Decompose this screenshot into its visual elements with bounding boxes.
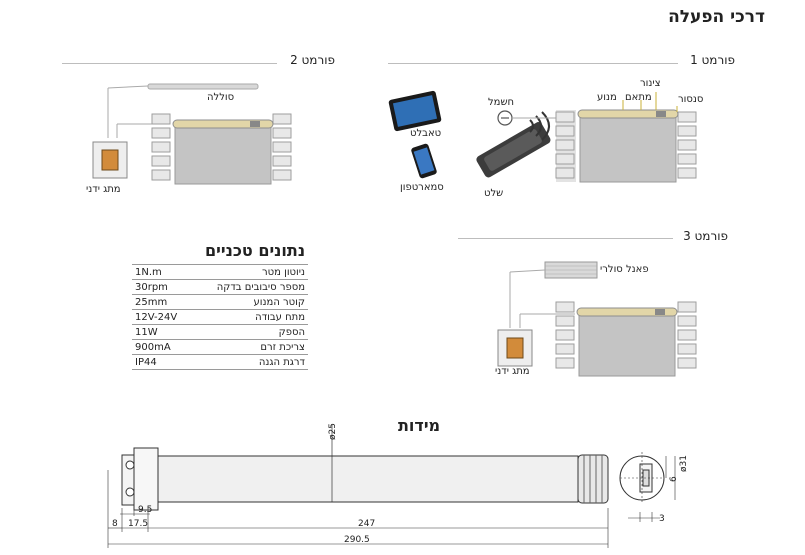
solar-panel-icon — [544, 261, 598, 279]
brick-wall-left — [555, 301, 575, 369]
label-smartphone: סמארטפון — [400, 182, 444, 193]
dim-side-31: ø31 — [679, 455, 689, 472]
dim-17-5: 17.5 — [128, 519, 148, 529]
tablet-icon — [388, 90, 442, 132]
page-title: דרכי הפעלה — [668, 7, 765, 27]
label-wall-switch-3: מתג ידני — [495, 366, 530, 377]
spec-value: 1N.m — [132, 264, 196, 280]
label-sensor: סנסור — [678, 94, 704, 105]
dim-8: 8 — [112, 519, 118, 529]
spec-label: ניוטון מטר — [196, 264, 308, 280]
format1-diagram — [388, 90, 697, 183]
roller-blind — [172, 119, 274, 185]
label-adapter: מתאם — [625, 92, 652, 103]
roller-blind — [576, 307, 678, 377]
format3-title: פורמט 3 — [683, 229, 728, 243]
format1-title: פורמט 1 — [690, 53, 735, 67]
spec-label: מתח עבודה — [196, 309, 308, 325]
dim-290-5: 290.5 — [344, 535, 370, 545]
smartphone-icon — [411, 143, 437, 179]
specs-title: נתונים טכניים — [205, 241, 306, 260]
motor-drawing — [121, 447, 609, 511]
dim-side-6: 6 — [669, 476, 679, 482]
dim-247: 247 — [358, 519, 375, 529]
spec-value: IP44 — [132, 354, 196, 370]
format2-rule — [62, 63, 277, 64]
brick-wall-left — [151, 113, 171, 181]
label-tzinor: צינור — [640, 78, 661, 89]
label-motor: מנוע — [597, 92, 617, 103]
remote-icon — [476, 111, 551, 178]
spec-label: מספר סיבובים בדקה — [196, 279, 308, 295]
spec-value: 12V-24V — [132, 309, 196, 325]
brick-wall-left — [555, 110, 576, 182]
spec-label: דרגת הגנה — [196, 354, 308, 370]
format2-diagram — [92, 83, 292, 185]
spec-label: צריכת זרם — [196, 339, 308, 355]
format1-rule — [388, 63, 678, 64]
format3-diagram — [497, 261, 697, 377]
roll-icon — [147, 83, 259, 90]
spec-value: 11W — [132, 324, 196, 340]
roller-blind — [577, 92, 679, 183]
brick-wall-right — [272, 113, 292, 181]
spec-label: הספק — [196, 324, 308, 340]
spec-label: קוטר המנוע — [196, 294, 308, 310]
label-solar-panel: פאנל סולרי — [600, 264, 649, 275]
wall-switch-icon — [497, 329, 533, 367]
wall-switch-icon — [92, 141, 128, 179]
spec-value: 900mA — [132, 339, 196, 355]
label-tablet: טאבלט — [410, 128, 442, 139]
dim-side-3: 3 — [659, 514, 665, 524]
side-view-drawing — [619, 452, 676, 522]
dim-9-5: 9.5 — [138, 505, 152, 515]
label-roll: סוללה — [207, 92, 235, 103]
spec-value: 25mm — [132, 294, 196, 310]
dim-diameter: ø25 — [328, 423, 338, 440]
label-electricity: חשמל — [488, 97, 515, 108]
format2-title: פורמט 2 — [290, 53, 335, 67]
label-remote: שלט — [484, 188, 504, 199]
label-wall-switch-2: מתג ידני — [86, 184, 121, 195]
brick-wall-right — [677, 301, 697, 369]
dimensions-drawing: ø25 9.5 8 17.5 247 290.5 ø31 6 3 — [107, 423, 689, 548]
dimensions-title: מידות — [398, 416, 441, 435]
spec-value: 30rpm — [132, 279, 196, 295]
brick-wall-right — [677, 111, 697, 179]
format3-rule — [458, 238, 673, 239]
